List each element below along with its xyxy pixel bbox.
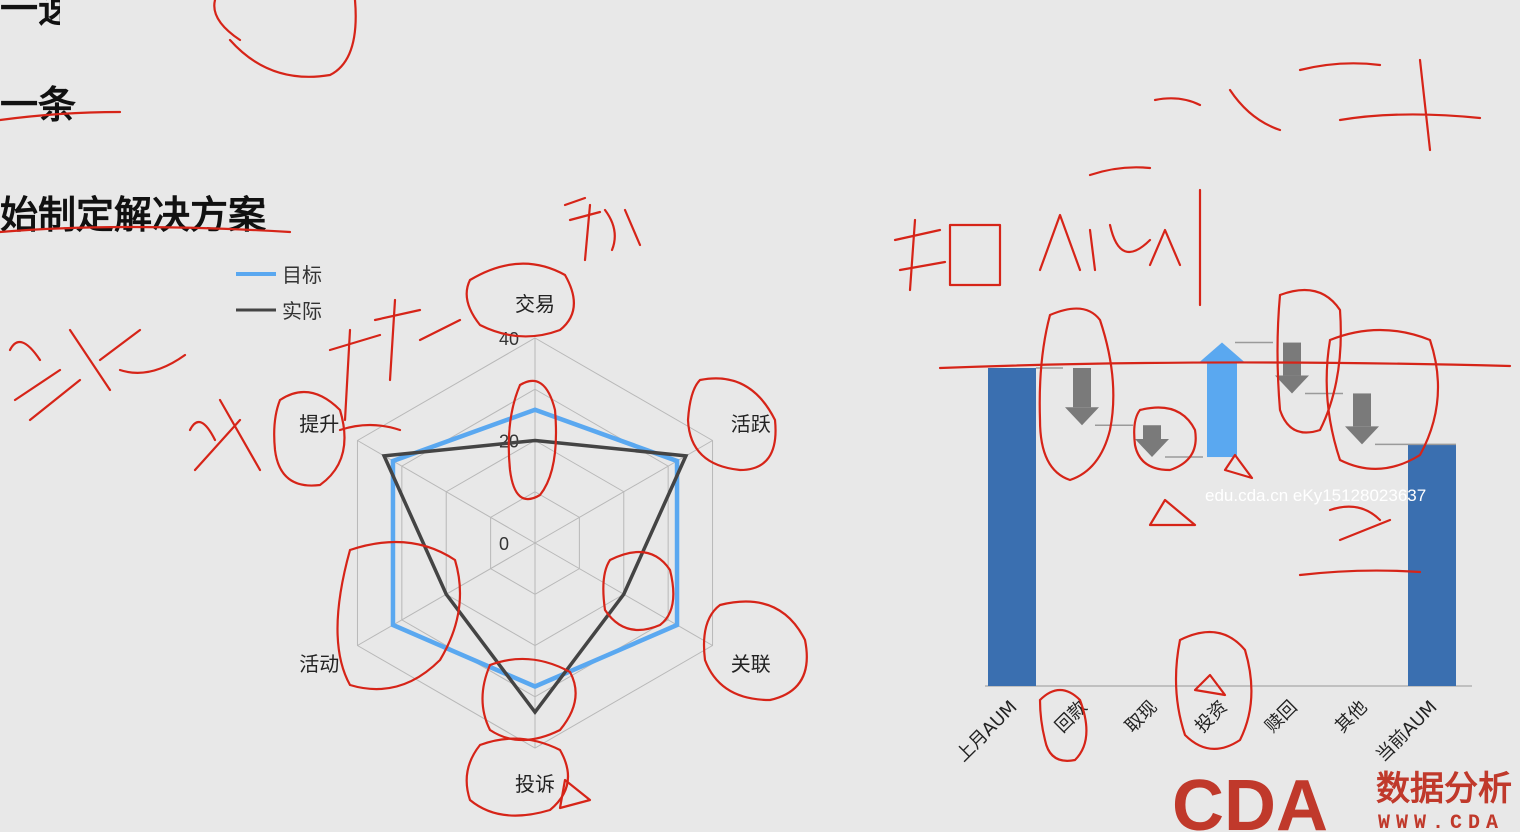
logo-url: WWW.CDA	[1378, 812, 1504, 832]
waterfall-category-label: 取现	[1121, 697, 1161, 737]
handwritten-annotations	[0, 0, 1512, 817]
radar-point	[533, 439, 537, 442]
radar-spoke	[534, 440, 713, 544]
radar-category-label: 提升	[299, 412, 339, 436]
radar-point	[391, 459, 395, 463]
radar-category-label: 活动	[299, 652, 339, 676]
watermark: edu.cda.cn eKy15128023637	[1205, 486, 1426, 505]
legend-label-target: 目标	[282, 263, 322, 287]
waterfall-bar-total	[1408, 444, 1456, 686]
radar-category-label: 活跃	[731, 412, 771, 436]
logo-mark: CDA	[1172, 766, 1328, 832]
radar-point	[684, 454, 688, 458]
waterfall-bar-decrease	[1065, 368, 1099, 426]
radar-tick-label: 40	[499, 329, 519, 349]
cda-logo: CDA 数据分析 WWW.CDA	[1172, 766, 1512, 832]
radar-point	[622, 592, 626, 596]
waterfall-category-label: 其他	[1331, 697, 1371, 737]
slide-heading-2: 一条	[0, 83, 77, 127]
radar-point	[382, 454, 386, 458]
logo-name: 数据分析	[1376, 769, 1512, 809]
waterfall-category-label: 赎回	[1261, 697, 1301, 737]
radar-legend: 目标 实际	[236, 263, 322, 323]
radar-point	[533, 710, 537, 714]
waterfall-bar-total	[988, 368, 1036, 686]
radar-tick-label: 0	[499, 534, 509, 554]
slide-heading-1: 一速	[0, 0, 60, 31]
radar-point	[533, 685, 537, 688]
waterfall-category-label: 上月AUM	[952, 697, 1021, 766]
legend-label-actual: 实际	[282, 299, 322, 323]
radar-point	[675, 623, 679, 627]
radar-point	[444, 592, 448, 596]
waterfall-bars	[988, 341, 1456, 686]
waterfall-category-label: 投资	[1191, 697, 1231, 737]
radar-spoke	[357, 440, 536, 544]
radar-category-label: 关联	[731, 652, 771, 676]
waterfall-bar-decrease	[1135, 425, 1169, 458]
radar-category-label: 投诉	[515, 772, 555, 796]
radar-point	[675, 459, 679, 463]
waterfall-bar-increase	[1199, 342, 1245, 458]
waterfall-bar-decrease	[1345, 393, 1379, 445]
radar-point	[533, 408, 537, 412]
radar-category-label: 交易	[515, 292, 555, 316]
radar-point	[391, 623, 395, 627]
radar-series	[381, 407, 689, 716]
waterfall-category-label: 当前AUM	[1372, 697, 1441, 766]
waterfall-bar-decrease	[1275, 342, 1309, 394]
